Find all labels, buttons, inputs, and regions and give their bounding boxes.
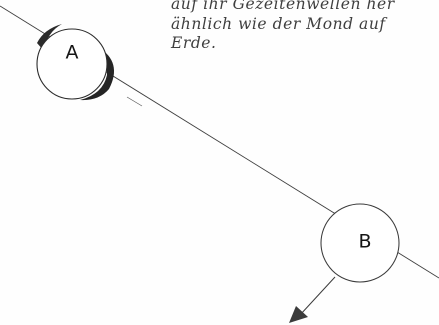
motion-arrow-head — [289, 306, 308, 323]
body-a-circle — [36, 28, 108, 100]
caption-text-block: auf ihr Gezeitenwellen her ähnlich wie d… — [171, 0, 439, 54]
caption-line-2: ähnlich wie der Mond auf — [171, 14, 386, 33]
body-b-circle — [320, 203, 400, 283]
body-b-label: B — [358, 231, 371, 253]
body-a-label: A — [66, 42, 79, 64]
connection-line-detail — [126, 96, 143, 107]
caption-line-1: auf ihr Gezeitenwellen her — [171, 0, 395, 13]
caption-line-3: Erde. — [171, 34, 217, 52]
motion-arrow-shaft — [299, 276, 336, 316]
